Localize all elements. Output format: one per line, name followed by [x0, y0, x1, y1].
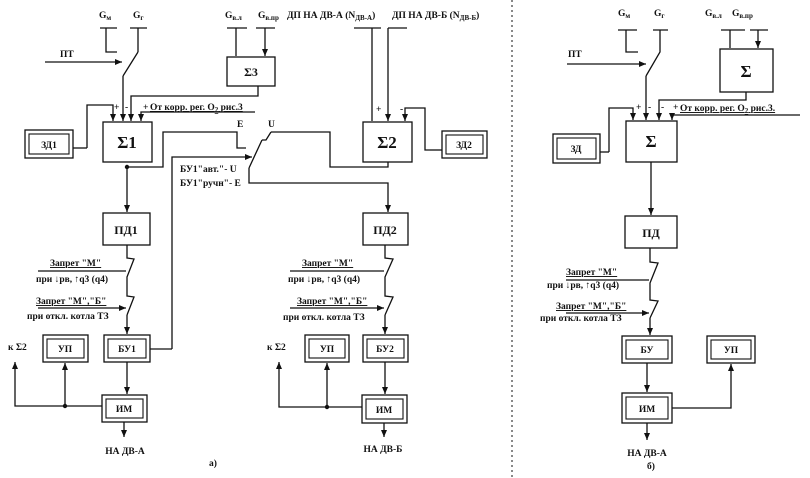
svg-text:ЗД: ЗД: [571, 145, 582, 155]
label-dp-dv-b: ДП НА ДВ-Б (NДВ-Б): [392, 10, 479, 22]
svg-text:-: -: [400, 105, 403, 115]
label-g-vl: Gв.л: [225, 11, 242, 22]
svg-text:при откл. котла ТЗ: при откл. котла ТЗ: [540, 314, 622, 324]
svg-text:Запрет "М": Запрет "М": [566, 268, 617, 278]
svg-text:Σ1: Σ1: [117, 133, 137, 152]
svg-text:НА ДВ-Б: НА ДВ-Б: [364, 445, 403, 455]
svg-text:U: U: [268, 120, 275, 130]
svg-text:-: -: [661, 103, 664, 113]
svg-text:+: +: [636, 103, 641, 113]
svg-text:УП: УП: [320, 345, 335, 355]
pt-switch-blade: [122, 51, 139, 77]
label-g-m: Gм: [99, 11, 111, 22]
label-dp-dv-a: ДП НА ДВ-А (NДВ-А): [287, 10, 375, 22]
part-b: Gм Gг ПТ Gв.л Gв.пр Σ Σ + - - + От корр.…: [540, 9, 800, 472]
svg-text:+: +: [673, 103, 678, 113]
label-o2-correction: От корр. рег. O2 рис.3.: [680, 104, 775, 115]
svg-text:ПД1: ПД1: [114, 223, 138, 237]
svg-text:ЗД2: ЗД2: [456, 141, 472, 151]
block-sum3: [226, 56, 276, 87]
svg-text:-: -: [125, 103, 128, 113]
svg-text:при ↓pв, ↑q3 (q4): при ↓pв, ↑q3 (q4): [36, 274, 108, 285]
svg-text:Σ: Σ: [740, 62, 751, 81]
label-o2-correction: От корр. рег. O2 рис.3: [150, 103, 243, 114]
svg-text:ПД: ПД: [642, 226, 660, 240]
svg-text:ИМ: ИМ: [116, 405, 132, 415]
label-g-vpr: Gв.пр: [258, 11, 279, 22]
svg-text:Σ3: Σ3: [244, 65, 258, 79]
svg-text:ИМ: ИМ: [639, 405, 655, 415]
svg-text:ЗД1: ЗД1: [41, 141, 57, 151]
part-b-label: б): [647, 461, 655, 472]
svg-text:Σ2: Σ2: [377, 133, 397, 152]
label-pt: ПТ: [60, 50, 74, 60]
svg-text:БУ2: БУ2: [376, 345, 394, 355]
svg-text:Запрет "М","Б": Запрет "М","Б": [297, 297, 367, 307]
svg-text:при откл. котла ТЗ: при откл. котла ТЗ: [27, 312, 109, 322]
svg-text:Запрет "М": Запрет "М": [302, 259, 353, 269]
svg-text:при откл. котла ТЗ: при откл. котла ТЗ: [283, 313, 365, 323]
svg-text:УП: УП: [58, 345, 73, 355]
label-bu1-auto: БУ1"авт."- U: [180, 165, 237, 175]
g-input-bars: [100, 27, 147, 53]
svg-text:+: +: [114, 103, 119, 113]
svg-text:БУ1: БУ1: [118, 345, 136, 355]
label-bu1-manual: БУ1"ручн"- E: [180, 179, 241, 189]
part-a: Gм Gг ПТ Gв.л Gв.пр Σ3 Σ1 + - + От корр.…: [8, 10, 488, 469]
part-a-label: а): [209, 458, 217, 469]
svg-text:Σ: Σ: [645, 132, 656, 151]
svg-text:БУ: БУ: [641, 346, 654, 356]
svg-text:Запрет "М","Б": Запрет "М","Б": [36, 297, 106, 307]
svg-text:НА ДВ-А: НА ДВ-А: [627, 449, 667, 459]
block-sum-top: [719, 48, 774, 93]
svg-text:ИМ: ИМ: [376, 406, 392, 416]
svg-text:+: +: [143, 103, 148, 113]
block-pd1: [102, 212, 151, 246]
block-pd: [624, 215, 678, 249]
block-sum: [625, 120, 678, 163]
svg-text:-: -: [648, 103, 651, 113]
svg-text:+: +: [376, 105, 381, 115]
label-g-vpr: Gв.пр: [732, 9, 753, 20]
block-im: [621, 392, 673, 424]
svg-text:при ↓pв, ↑q3 (q4): при ↓pв, ↑q3 (q4): [288, 274, 360, 285]
svg-text:НА ДВ-А: НА ДВ-А: [105, 447, 145, 457]
svg-text:Запрет "М": Запрет "М": [50, 259, 101, 269]
svg-text:при ↓pв, ↑q3 (q4): при ↓pв, ↑q3 (q4): [547, 280, 619, 291]
block-pd2: [362, 212, 409, 246]
label-g-g: Gг: [133, 11, 144, 22]
svg-text:УП: УП: [724, 346, 739, 356]
block-sum1: [102, 121, 153, 163]
block-zd: [552, 133, 601, 164]
svg-text:к Σ2: к Σ2: [267, 343, 286, 353]
svg-text:Запрет "М","Б": Запрет "М","Б": [556, 302, 626, 312]
svg-text:ПД2: ПД2: [373, 223, 397, 237]
mode-switch: [248, 131, 389, 169]
block-zd1: [24, 129, 74, 159]
svg-text:ПТ: ПТ: [568, 50, 582, 60]
svg-text:к Σ2: к Σ2: [8, 343, 27, 353]
svg-text:E: E: [237, 120, 243, 130]
label-g-m: Gм: [618, 9, 630, 20]
block-sum2: [362, 121, 413, 163]
label-g-g: Gг: [654, 9, 665, 20]
label-g-vl: Gв.л: [705, 9, 722, 20]
